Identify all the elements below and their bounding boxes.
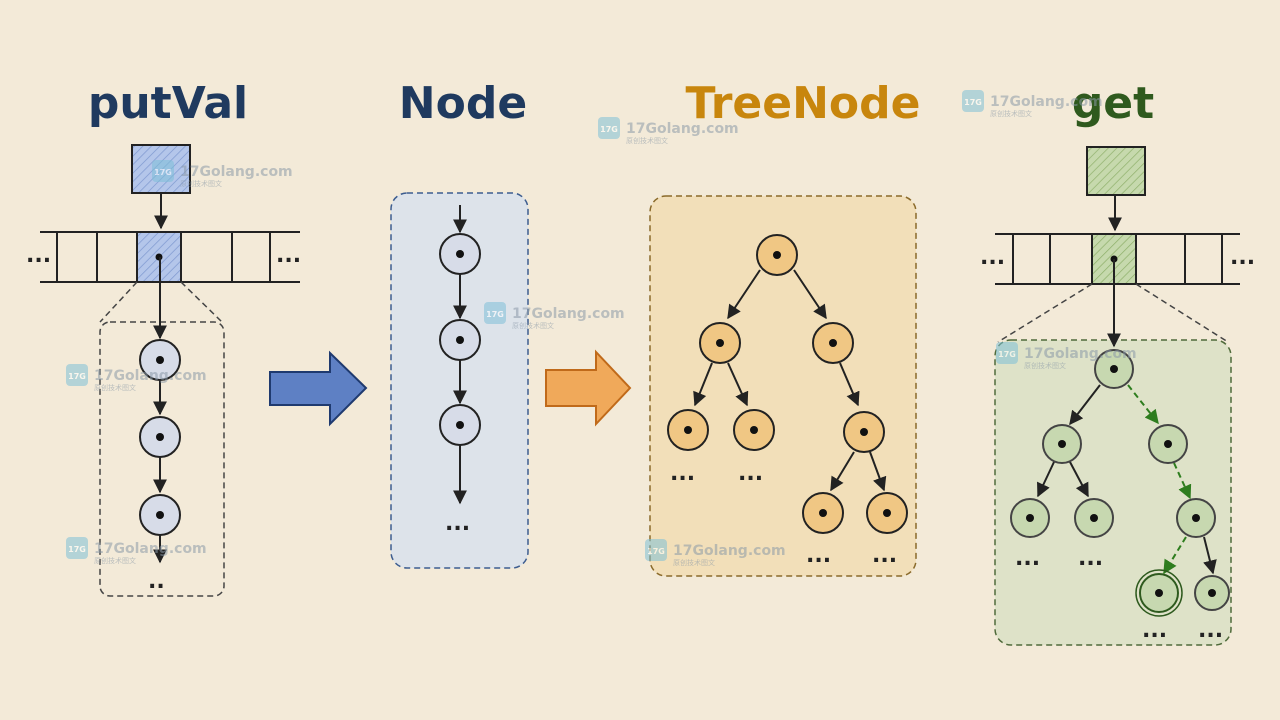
putval-panel: ... ... .. — [26, 144, 301, 597]
key-box — [1086, 146, 1146, 196]
svg-text:原创技术图文: 原创技术图文 — [1024, 361, 1066, 370]
watermark: 17G 17Golang.com 原创技术图文 — [66, 364, 207, 392]
tree-node — [1074, 498, 1114, 538]
bucket-array — [995, 233, 1240, 285]
tree-ellipsis: ... — [670, 461, 695, 486]
tree-root-node — [756, 234, 798, 276]
tree-ellipsis: ... — [872, 543, 897, 568]
array-ellipsis-left: ... — [26, 243, 51, 268]
tree-ellipsis: ... — [806, 543, 831, 568]
bucket-chain-box — [99, 321, 225, 597]
tree-ellipsis: ... — [1142, 618, 1167, 643]
tree-ellipsis: ... — [738, 461, 763, 486]
watermark-logo-icon: 17G — [998, 350, 1016, 359]
array-ellipsis-left: ... — [980, 245, 1005, 270]
tree-node — [843, 411, 885, 453]
get-panel: ... ... — [980, 146, 1255, 646]
tree-node — [1194, 575, 1230, 611]
svg-text:17Golang.com: 17Golang.com — [673, 543, 786, 559]
search-path-arrow — [1163, 536, 1187, 575]
svg-text:17Golang.com: 17Golang.com — [1024, 346, 1137, 362]
tree-node — [1042, 424, 1082, 464]
array-ellipsis-right: ... — [1230, 245, 1255, 270]
tree-box — [649, 195, 917, 577]
tree-root-node — [1094, 349, 1134, 389]
tree-node — [802, 492, 844, 534]
watermark: 17G 17Golang.com 原创技术图文 — [996, 342, 1137, 370]
list-node — [139, 494, 181, 536]
array-ellipsis-right: ... — [276, 243, 301, 268]
node-ellipsis: ... — [445, 511, 470, 536]
svg-text:原创技术图文: 原创技术图文 — [673, 558, 715, 567]
svg-text:原创技术图文: 原创技术图文 — [512, 321, 554, 330]
svg-text:17Golang.com: 17Golang.com — [94, 541, 207, 557]
title-node: Node — [399, 78, 527, 129]
watermark-logo-icon: 17G — [68, 372, 86, 381]
watermarks: 17G 17Golang.com 原创技术图文 17G 17Golang.com… — [66, 90, 1137, 567]
svg-text:原创技术图文: 原创技术图文 — [180, 179, 222, 188]
list-node — [139, 416, 181, 458]
svg-text:17Golang.com: 17Golang.com — [512, 306, 625, 322]
watermark-logo-icon: 17G — [486, 310, 504, 319]
title-treenode: TreeNode — [686, 78, 921, 129]
tree-node — [1148, 424, 1188, 464]
tree-node — [733, 409, 775, 451]
tree-ellipsis: ... — [1078, 546, 1103, 571]
tree-ellipsis: ... — [1015, 546, 1040, 571]
svg-text:17Golang.com: 17Golang.com — [990, 94, 1103, 110]
tree-ellipsis: ... — [1198, 618, 1223, 643]
watermark-logo-icon: 17G — [647, 547, 665, 556]
watermark-logo-icon: 17G — [964, 98, 982, 107]
search-path-arrow — [1173, 462, 1192, 500]
title-putval: putVal — [88, 78, 248, 129]
watermark: 17G 17Golang.com 原创技术图文 — [645, 539, 786, 567]
bucket-array — [40, 231, 300, 283]
orange-arrow-icon — [545, 349, 632, 427]
tree-node — [699, 322, 741, 364]
search-path-arrow — [1127, 384, 1159, 425]
list-node — [439, 404, 481, 446]
watermark: 17G 17Golang.com 原创技术图文 — [962, 90, 1103, 118]
found-node — [1135, 569, 1183, 617]
tree-node — [667, 409, 709, 451]
list-node — [439, 319, 481, 361]
svg-text:17Golang.com: 17Golang.com — [626, 121, 739, 137]
node-panel: ... — [390, 192, 529, 569]
watermark-logo-icon: 17G — [600, 125, 618, 134]
svg-text:原创技术图文: 原创技术图文 — [626, 136, 668, 145]
treenode-panel: ... ... ... ... — [649, 195, 917, 577]
svg-text:原创技术图文: 原创技术图文 — [990, 109, 1032, 118]
watermark-logo-icon: 17G — [68, 545, 86, 554]
tree-node — [1176, 498, 1216, 538]
watermark: 17G 17Golang.com 原创技术图文 — [152, 160, 293, 188]
list-node — [439, 233, 481, 275]
watermark-logo-icon: 17G — [154, 168, 172, 177]
watermark: 17G 17Golang.com 原创技术图文 — [66, 537, 207, 565]
svg-text:17Golang.com: 17Golang.com — [94, 368, 207, 384]
watermark: 17G 17Golang.com 原创技术图文 — [598, 117, 739, 145]
tree-node — [812, 322, 854, 364]
watermark: 17G 17Golang.com 原创技术图文 — [484, 302, 625, 330]
svg-text:17Golang.com: 17Golang.com — [180, 164, 293, 180]
blue-arrow-icon — [269, 350, 368, 427]
tree-node — [866, 492, 908, 534]
chain-ellipsis: .. — [148, 569, 165, 594]
svg-text:原创技术图文: 原创技术图文 — [94, 556, 136, 565]
tree-node — [1010, 498, 1050, 538]
title-get: get — [1072, 78, 1154, 129]
svg-text:原创技术图文: 原创技术图文 — [94, 383, 136, 392]
